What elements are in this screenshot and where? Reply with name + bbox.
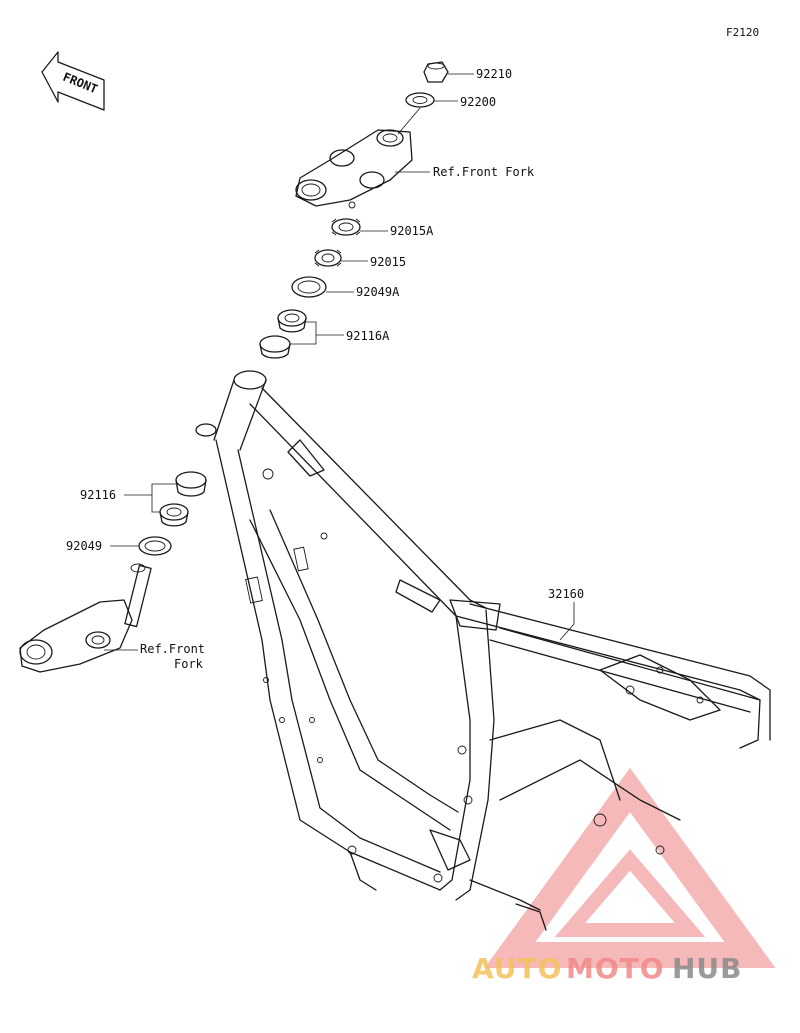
callout-92210: 92210 xyxy=(476,67,512,81)
front-arrow-label: FRONT xyxy=(61,70,100,97)
callout-92200: 92200 xyxy=(460,95,496,109)
watermark-logo xyxy=(484,767,776,968)
figure-code: F2120 xyxy=(726,26,759,39)
callout-92049a: 92049A xyxy=(356,285,400,299)
watermark-part3: HUB xyxy=(672,952,743,985)
callout-92049: 92049 xyxy=(66,539,102,553)
bearing-92116a xyxy=(259,309,307,359)
seal-92049 xyxy=(138,536,172,556)
callout-ref-front-fork-upper: Ref.Front Fork xyxy=(433,165,535,179)
washer-92200 xyxy=(405,92,435,108)
lower-triple-clamp xyxy=(19,563,152,673)
callout-92015a: 92015A xyxy=(390,224,434,238)
upper-triple-clamp xyxy=(295,129,413,209)
nut-92015 xyxy=(314,249,342,267)
main-frame-32160 xyxy=(195,370,771,931)
callout-92015: 92015 xyxy=(370,255,406,269)
callout-ref-front-fork-lower-2: Fork xyxy=(174,657,204,671)
cap-nut-92210 xyxy=(423,61,449,83)
callout-32160: 32160 xyxy=(548,587,584,601)
watermark-part2: MOTO xyxy=(566,952,665,985)
callout-92116a: 92116A xyxy=(346,329,390,343)
bearing-92116 xyxy=(159,471,207,527)
watermark-text: AUTO MOTO HUB xyxy=(472,952,743,985)
watermark-part1: AUTO xyxy=(472,952,562,985)
callout-92116: 92116 xyxy=(80,488,116,502)
nut-92015a xyxy=(331,218,361,236)
front-arrow-icon: FRONT xyxy=(41,51,105,111)
callout-ref-front-fork-lower-1: Ref.Front xyxy=(140,642,205,656)
seal-92049a xyxy=(291,276,327,298)
